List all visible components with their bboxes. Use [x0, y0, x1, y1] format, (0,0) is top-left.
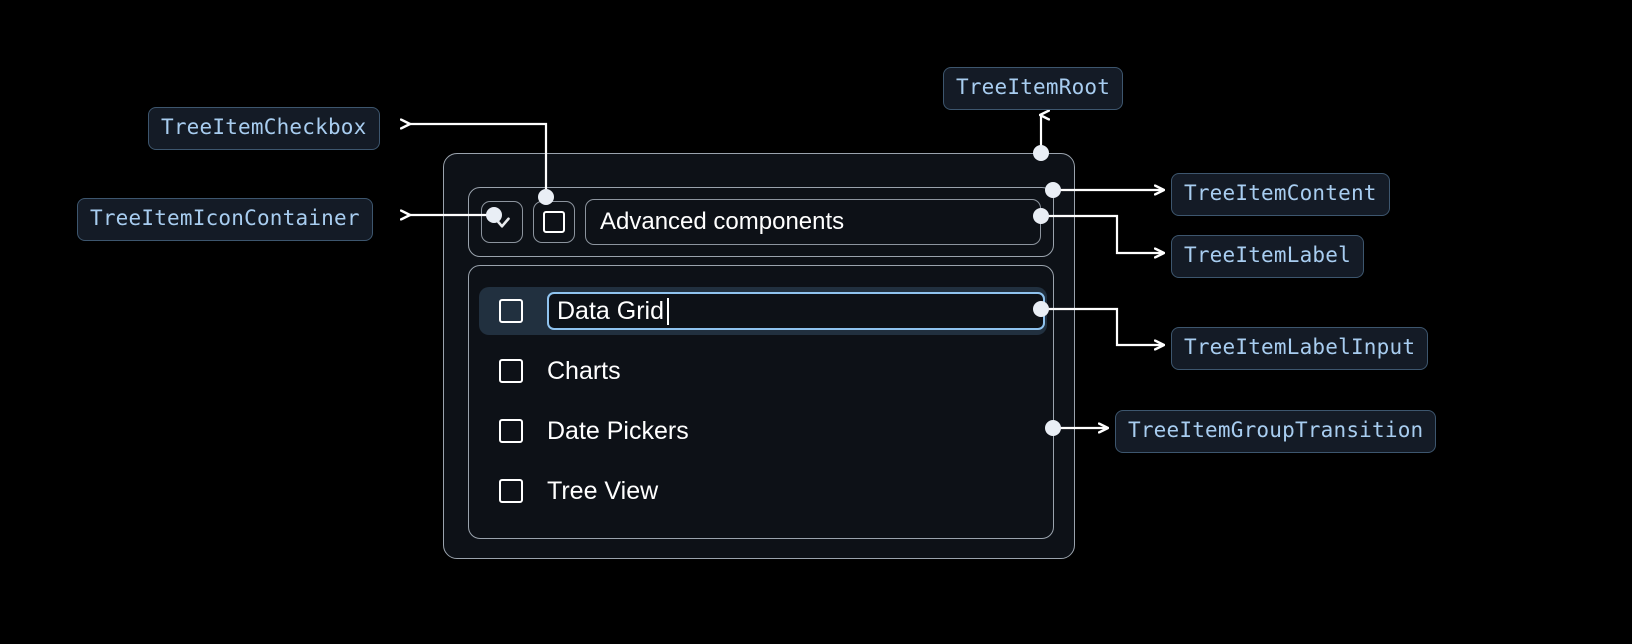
annotation-chip-tree-item-icon-container: TreeItemIconContainer	[77, 198, 373, 241]
tree-item-label: Date Pickers	[547, 416, 689, 445]
annotation-chip-tree-item-label: TreeItemLabel	[1171, 235, 1364, 278]
tree-item-label-text: Advanced components	[600, 208, 845, 235]
tree-item-content[interactable]: Advanced components	[468, 187, 1054, 257]
tree-item-group-transition: Data Grid Charts Date Pickers Tree View	[468, 265, 1054, 539]
annotation-chip-tree-item-root: TreeItemRoot	[943, 67, 1124, 110]
tree-item-label: Tree View	[547, 476, 659, 505]
tree-item-child-row[interactable]: Tree View	[469, 467, 1053, 515]
tree-item-checkbox[interactable]	[499, 299, 523, 323]
tree-item-checkbox[interactable]	[533, 201, 575, 243]
tree-item-icon-container[interactable]	[481, 201, 523, 243]
text-cursor	[666, 297, 669, 325]
chevron-down-icon	[489, 209, 515, 235]
checkbox-unchecked-icon	[543, 211, 565, 233]
annotation-chip-tree-item-group-transition: TreeItemGroupTransition	[1115, 410, 1437, 453]
tree-item-child-row[interactable]: Date Pickers	[469, 407, 1053, 455]
annotation-chip-tree-item-label-input: TreeItemLabelInput	[1171, 327, 1429, 370]
tree-item-checkbox[interactable]	[499, 359, 523, 383]
tree-item-label-input[interactable]: Data Grid	[547, 292, 1045, 330]
label-input-value: Data Grid	[557, 296, 664, 325]
tree-item-label[interactable]: Advanced components	[585, 199, 1041, 245]
annotation-chip-tree-item-content: TreeItemContent	[1171, 173, 1390, 216]
tree-item-root[interactable]: Advanced components Data Grid Charts Dat…	[443, 153, 1075, 559]
annotation-chip-tree-item-checkbox: TreeItemCheckbox	[148, 107, 380, 150]
tree-item-label: Charts	[547, 356, 621, 385]
tree-item-checkbox[interactable]	[499, 419, 523, 443]
tree-item-child-row[interactable]: Charts	[469, 347, 1053, 395]
tree-item-child-row[interactable]: Data Grid	[479, 287, 1047, 335]
tree-item-checkbox[interactable]	[499, 479, 523, 503]
